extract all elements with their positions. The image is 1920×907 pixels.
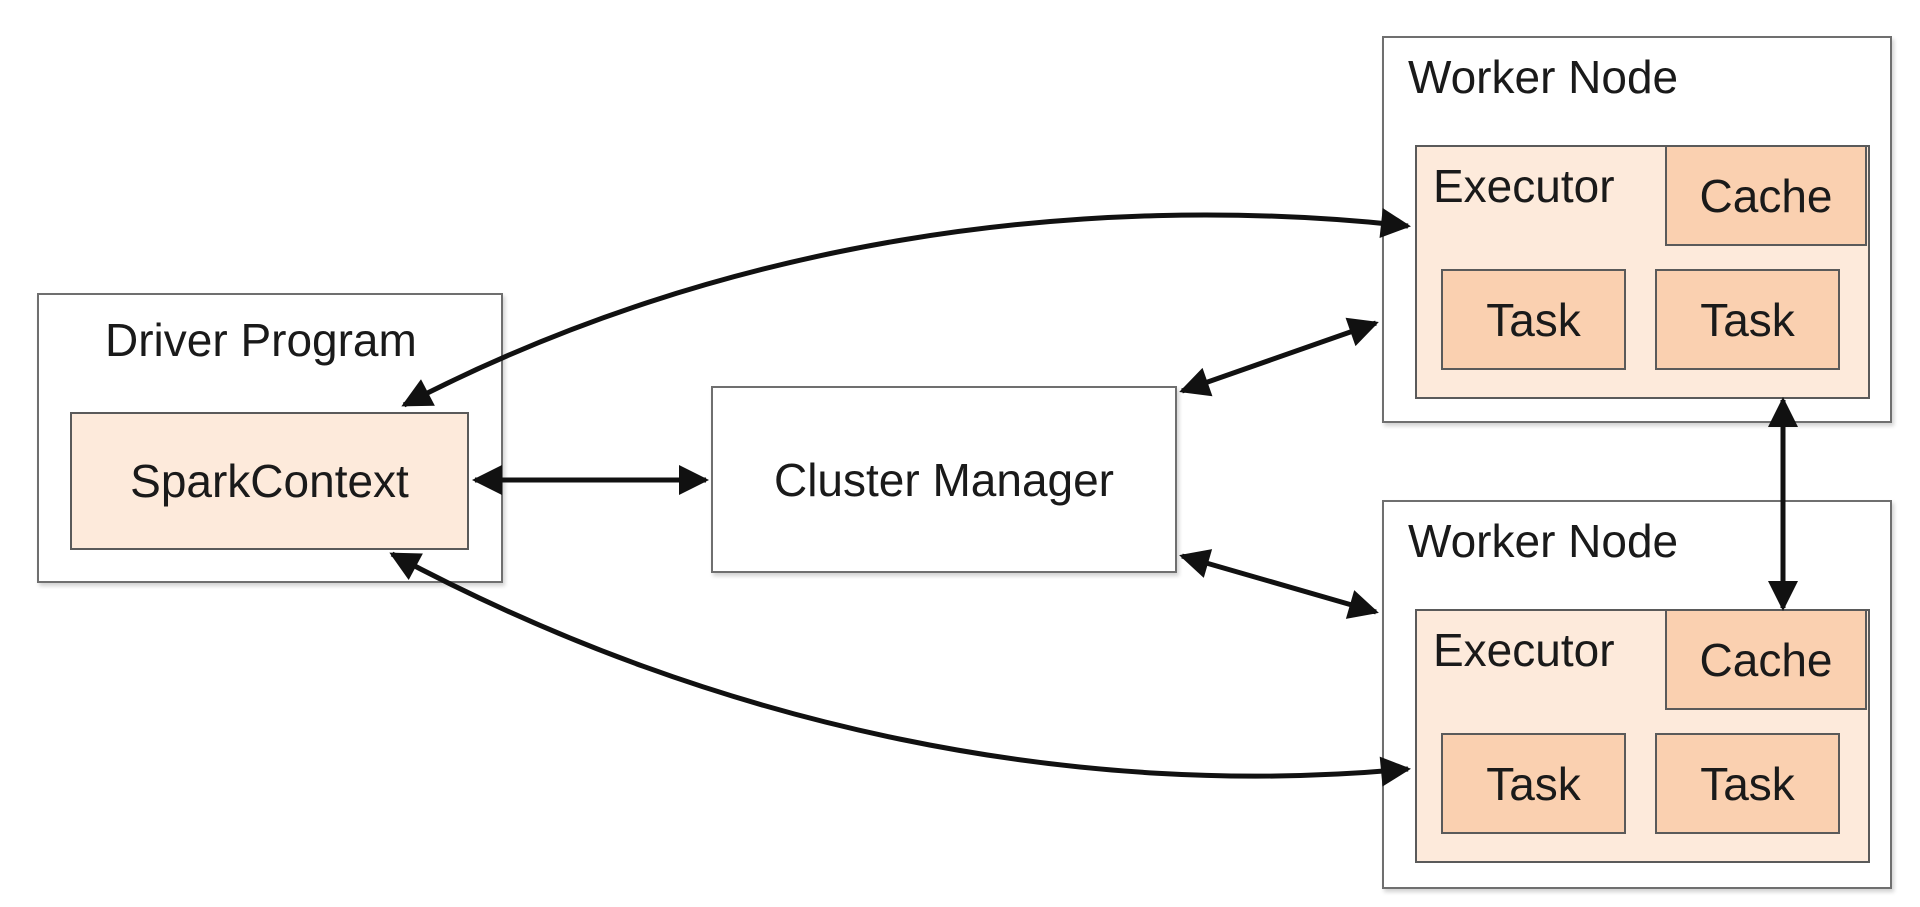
executor-label: Executor bbox=[1433, 160, 1615, 212]
cluster-manager-box: Cluster Manager bbox=[711, 386, 1177, 573]
task-label: Task bbox=[1700, 293, 1795, 346]
cache-label: Cache bbox=[1699, 169, 1833, 222]
worker-node-title: Worker Node bbox=[1408, 515, 1679, 567]
executor-label: Executor bbox=[1433, 624, 1615, 676]
task-box: Task bbox=[1655, 269, 1840, 370]
worker-node-2: Worker Node Executor Cache Task Task bbox=[1382, 500, 1892, 889]
cache-box: Cache bbox=[1665, 145, 1867, 246]
arrow-sparkcontext-worker-2 bbox=[389, 551, 1411, 787]
cluster-manager-label: Cluster Manager bbox=[773, 453, 1115, 506]
executor-box: Executor Cache Task Task bbox=[1415, 609, 1870, 863]
task-box: Task bbox=[1655, 733, 1840, 834]
task-label: Task bbox=[1486, 757, 1581, 810]
arrow-sparkcontext-worker-1 bbox=[401, 208, 1411, 408]
spark-context-box: SparkContext bbox=[70, 412, 469, 550]
worker-node-1: Worker Node Executor Cache Task Task bbox=[1382, 36, 1892, 423]
task-label: Task bbox=[1700, 757, 1795, 810]
cache-box: Cache bbox=[1665, 609, 1867, 710]
task-box: Task bbox=[1441, 733, 1626, 834]
driver-program-title: Driver Program bbox=[105, 314, 417, 366]
arrow-cluster-manager-worker-1 bbox=[1179, 317, 1379, 397]
executor-box: Executor Cache Task Task bbox=[1415, 145, 1870, 399]
arrow-cluster-manager-worker-2 bbox=[1179, 549, 1379, 619]
spark-context-label: SparkContext bbox=[130, 455, 409, 507]
task-box: Task bbox=[1441, 269, 1626, 370]
task-label: Task bbox=[1486, 293, 1581, 346]
worker-node-title: Worker Node bbox=[1408, 51, 1679, 103]
cache-label: Cache bbox=[1699, 633, 1833, 686]
